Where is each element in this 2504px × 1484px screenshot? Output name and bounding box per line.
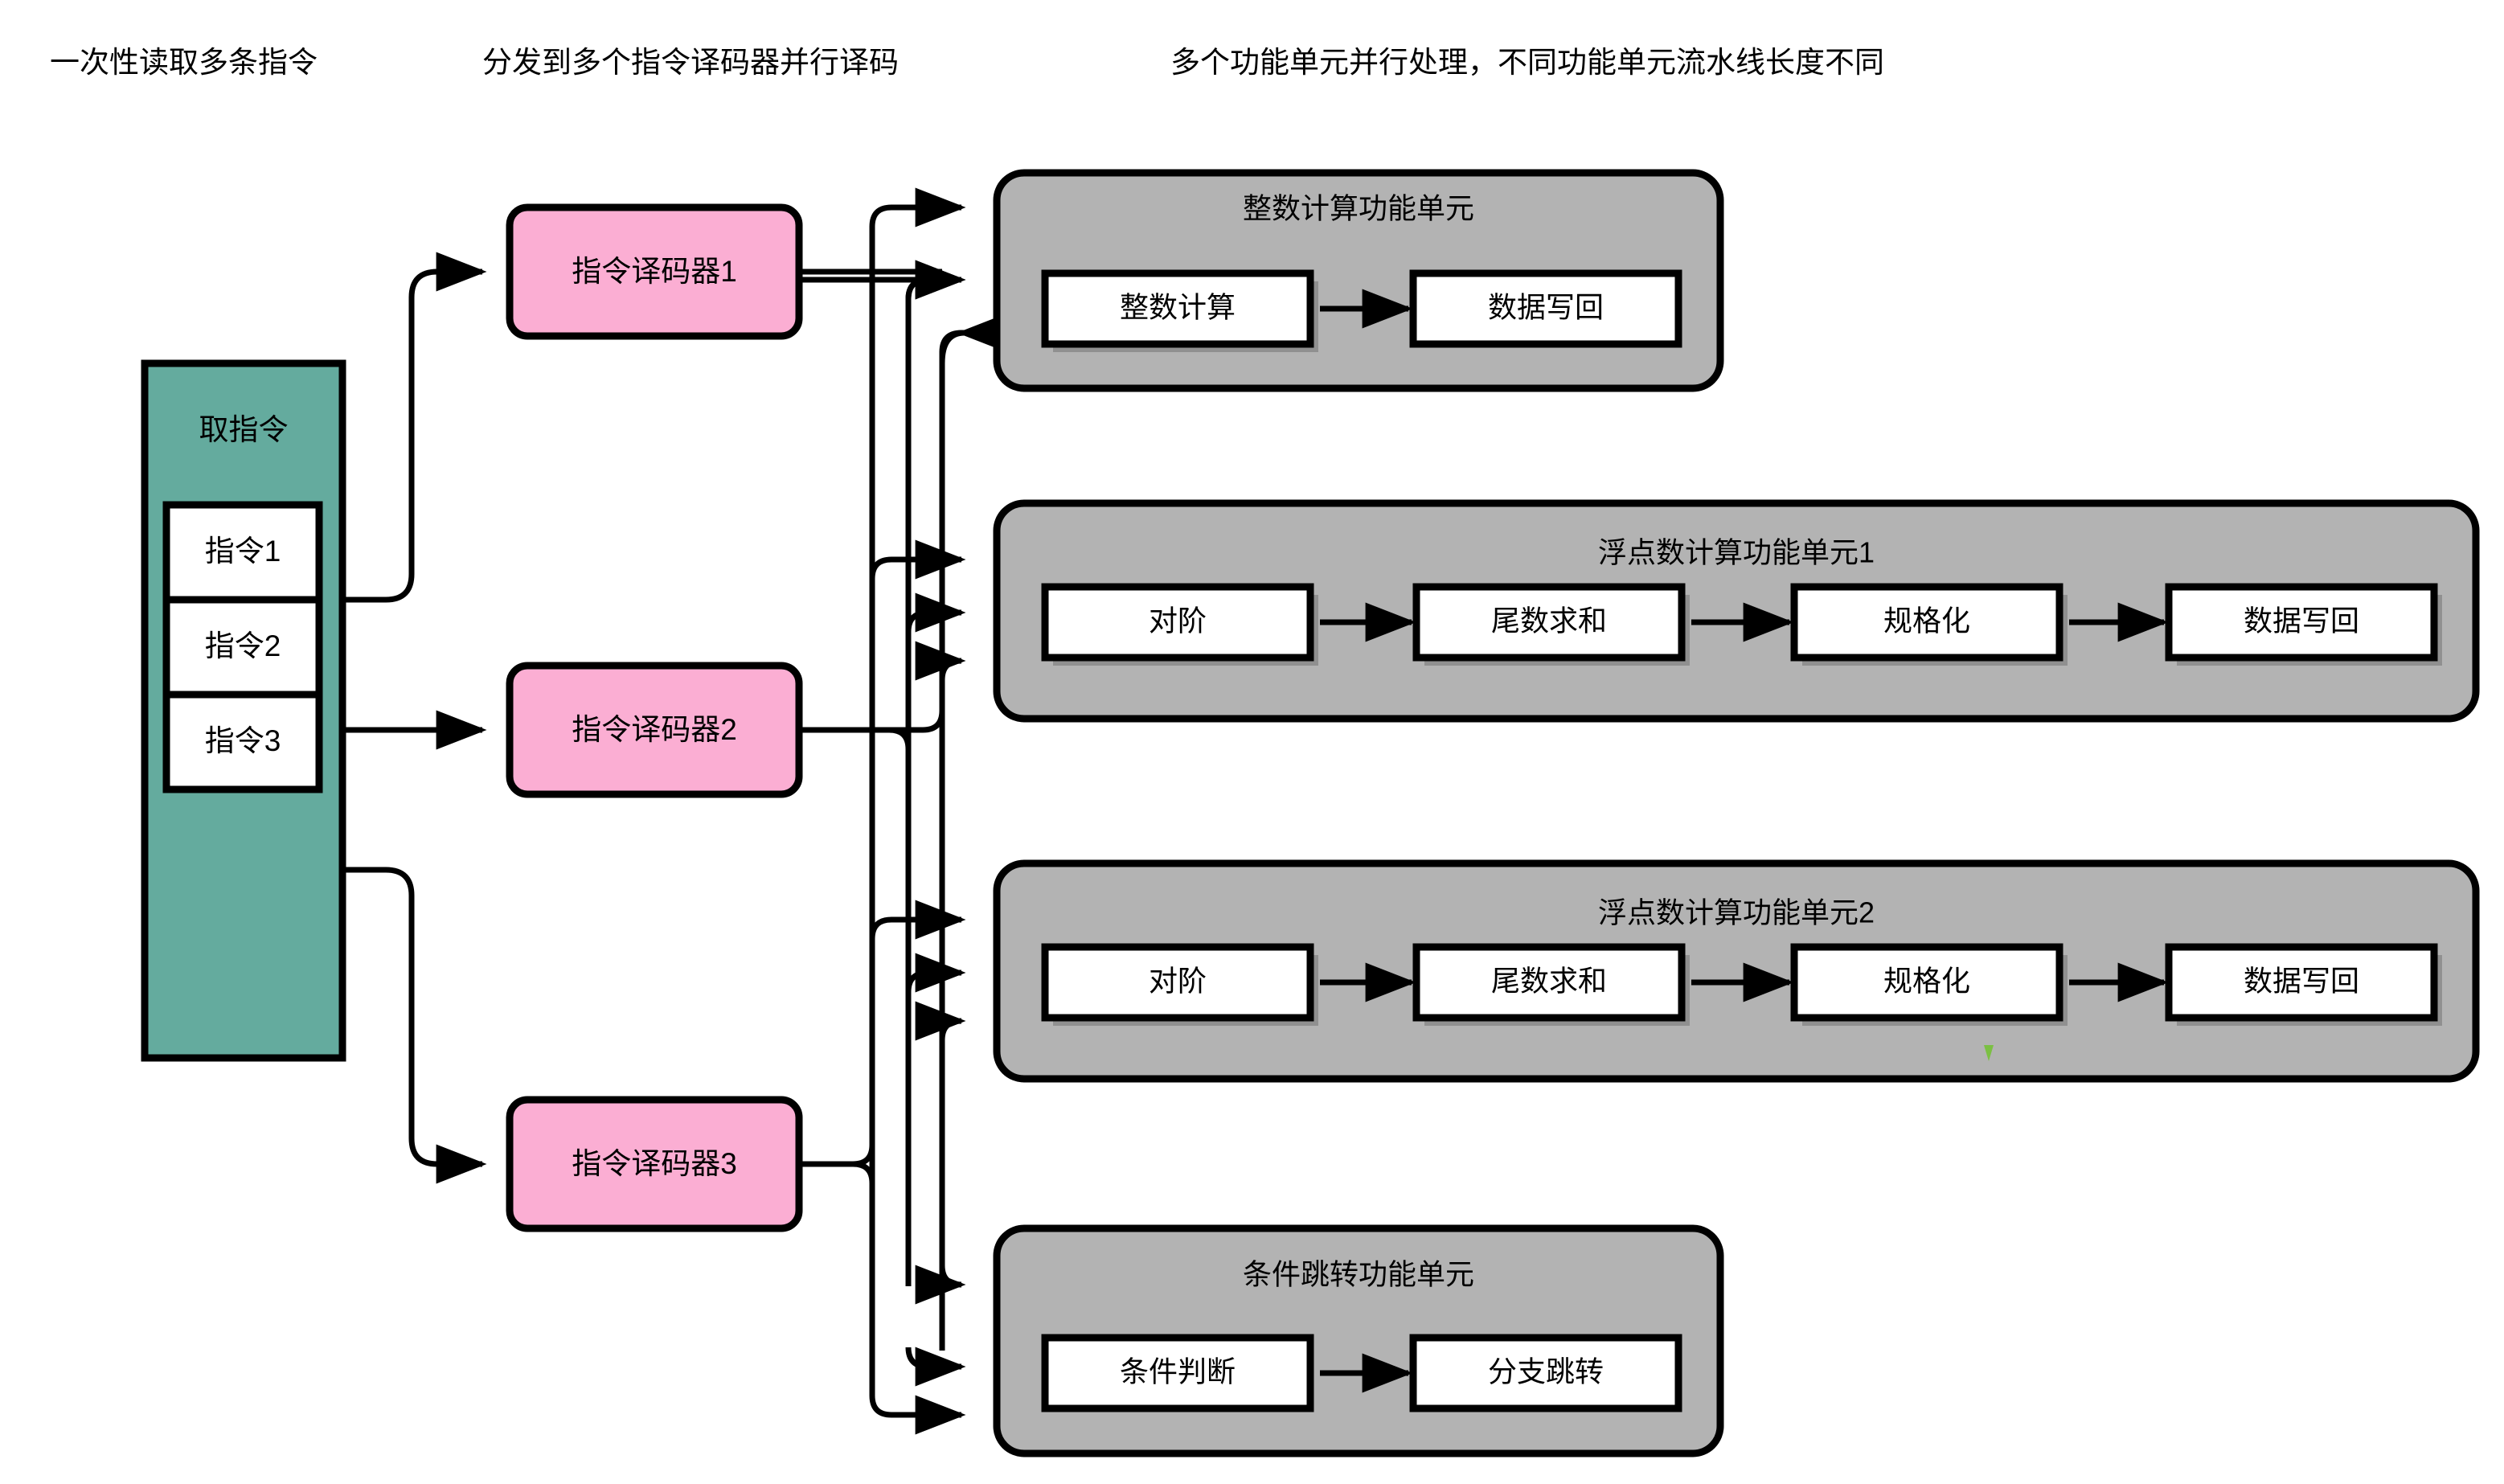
functional-unit-fp1[interactable]: 浮点数计算功能单元1 对阶 尾数求和 规格化 数据写回	[993, 499, 2480, 723]
fetch-unit-title: 取指令	[199, 413, 289, 446]
decoder-3-label: 指令译码器3	[572, 1147, 737, 1180]
fp2-stage-4-label: 数据写回	[2244, 965, 2359, 998]
edge-decoder2-out-down	[799, 727, 912, 1230]
edge-decoder3-to-fp2	[915, 1001, 966, 1041]
edge-instr3-to-decoder3	[342, 867, 487, 1184]
edge-decoder3rail-to-branch	[915, 1265, 966, 1305]
edge-decoder3-to-fp1	[915, 641, 966, 681]
edge-decoder2-to-fp1	[905, 592, 966, 633]
decoder-1-label: 指令译码器1	[572, 255, 737, 288]
fp1-stage-3-label: 规格化	[1883, 605, 1970, 637]
fp1-stage-2[interactable]	[1412, 583, 1686, 662]
fp1-stage-1[interactable]	[1041, 583, 1314, 662]
rail-c-trunk	[939, 330, 962, 1351]
branch-stage-2-label: 分支跳转	[1488, 1355, 1604, 1388]
header-execute: 多个功能单元并行处理，不同功能单元流水线长度不同	[1170, 46, 1884, 79]
edge-decoder2rail-to-branch	[905, 1347, 966, 1387]
branch-stage-1[interactable]	[1041, 1334, 1314, 1412]
decoder-3-body[interactable]	[506, 1096, 803, 1232]
branch-stage-1-label: 条件判断	[1120, 1355, 1236, 1388]
branch-unit-title: 条件跳转功能单元	[1243, 1258, 1474, 1291]
branch-stage-2[interactable]	[1409, 1334, 1682, 1412]
fp1-stage-4[interactable]	[2165, 583, 2438, 662]
fp2-stage-1[interactable]	[1041, 943, 1314, 1022]
header-decode: 分发到多个指令译码器并行译码	[482, 46, 899, 79]
fp2-unit-body[interactable]	[993, 859, 2480, 1083]
instruction-label-2: 指令2	[205, 629, 281, 662]
decoder-1-body[interactable]	[506, 203, 803, 340]
edge-decoder1rail-to-branch	[869, 1395, 966, 1435]
rail-b-trunk	[905, 277, 961, 1286]
edge-instr1-to-decoder1	[342, 252, 487, 603]
fp2-stage-3[interactable]	[1790, 943, 2063, 1022]
fp2-unit-title: 浮点数计算功能单元2	[1598, 896, 1875, 929]
functional-unit-integer[interactable]: 整数计算功能单元 整数计算 数据写回	[993, 169, 1724, 392]
fp1-stage-4-label: 数据写回	[2244, 605, 2359, 637]
decoder-2-label: 指令译码器2	[572, 713, 737, 746]
edge-decoder2-out-up	[799, 691, 945, 733]
edge-decoder3-out-down	[799, 1161, 875, 1396]
rail-decoder1-to-integer	[869, 187, 966, 1230]
fp1-unit-title: 浮点数计算功能单元1	[1598, 536, 1875, 569]
branch-unit-inputs	[869, 1265, 966, 1435]
integer-unit-title: 整数计算功能单元	[1243, 192, 1474, 225]
fp2-unit-inputs	[869, 900, 966, 1041]
decoder23-output-edges	[799, 691, 945, 1396]
fp2-stage-2-label: 尾数求和	[1491, 965, 1607, 998]
functional-unit-branch[interactable]: 条件跳转功能单元 条件判断 分支跳转	[993, 1224, 1724, 1457]
instruction-slot-3[interactable]	[162, 691, 323, 793]
integer-stage-1[interactable]	[1041, 269, 1314, 348]
integer-stage-1-label: 整数计算	[1120, 291, 1236, 324]
edge-decoder2-to-integer	[905, 260, 966, 300]
decoder-1[interactable]: 指令译码器1	[506, 203, 803, 340]
instruction-label-1: 指令1	[205, 535, 281, 568]
edge-decoder1-to-fp1	[869, 539, 966, 580]
edge-decoder3-out-up	[799, 1125, 875, 1167]
fp1-stage-3[interactable]	[1790, 583, 2063, 662]
functional-unit-fp2[interactable]: 浮点数计算功能单元2 对阶 尾数求和 规格化 数据写回	[993, 859, 2480, 1083]
fp2-stage-1-label: 对阶	[1149, 965, 1207, 998]
fetch-to-decoder-edges	[342, 252, 487, 1184]
instruction-label-3: 指令3	[205, 724, 281, 757]
decoder-2-body[interactable]	[506, 662, 803, 798]
edge-decoder1-to-fp2	[869, 900, 966, 940]
edge-decoder3-to-integer	[939, 313, 1008, 364]
header-labels: 一次性读取多条指令 分发到多个指令译码器并行译码 多个功能单元并行处理，不同功能…	[50, 46, 1884, 79]
fp1-stage-1-label: 对阶	[1149, 605, 1207, 637]
fp2-stage-3-label: 规格化	[1883, 965, 1970, 998]
fp2-stage-2[interactable]	[1412, 943, 1686, 1022]
header-fetch: 一次性读取多条指令	[50, 46, 318, 79]
fp1-stage-2-label: 尾数求和	[1491, 605, 1607, 637]
fp2-stage-4[interactable]	[2165, 943, 2438, 1022]
decoder-3[interactable]: 指令译码器3	[506, 1096, 803, 1232]
decoder-output-bus	[799, 187, 966, 1351]
cursor-artifact-icon	[1984, 1045, 1994, 1061]
edge-decoder2-to-fp2	[905, 953, 966, 993]
decoder-2[interactable]: 指令译码器2	[506, 662, 803, 798]
integer-unit-inputs	[799, 260, 1008, 364]
fp1-unit-inputs	[869, 539, 966, 681]
fp1-unit-body[interactable]	[993, 499, 2480, 723]
integer-stage-2-label: 数据写回	[1488, 291, 1604, 324]
integer-stage-2[interactable]	[1409, 269, 1682, 348]
fetch-unit[interactable]: 取指令 指令1 指令2 指令3	[141, 359, 346, 1062]
